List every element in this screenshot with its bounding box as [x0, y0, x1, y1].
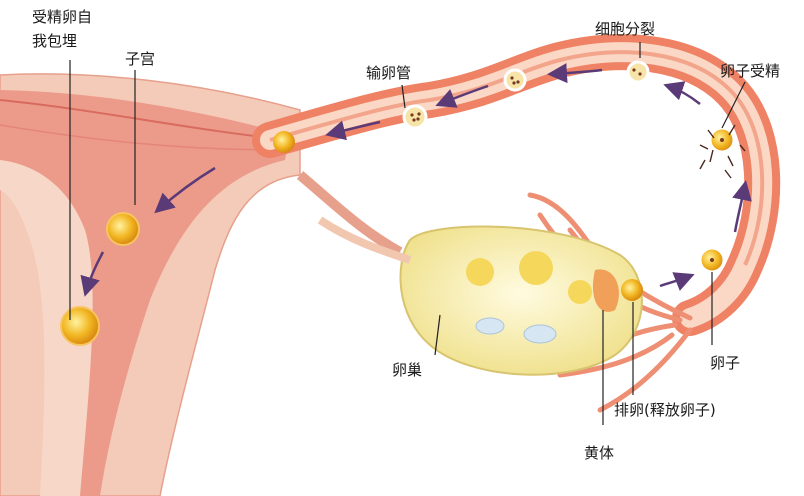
egg-division-2	[505, 70, 525, 90]
label-corpus-luteum: 黄体	[584, 444, 614, 462]
egg-uterus-2	[107, 213, 139, 245]
label-fertilization: 卵子受精	[720, 62, 780, 80]
egg-division-3	[404, 106, 426, 128]
label-implant-line2: 我包埋	[32, 32, 77, 50]
label-ovum: 卵子	[710, 354, 740, 372]
label-cell-division: 细胞分裂	[595, 20, 655, 38]
label-implant-line1: 受精卵自	[32, 8, 92, 26]
egg-implant	[61, 307, 99, 345]
label-ovulation: 排卵(释放卵子)	[614, 401, 716, 419]
ovary	[320, 220, 642, 375]
egg-division-1	[628, 62, 648, 82]
label-fallopian-tube: 输卵管	[366, 64, 411, 82]
label-uterus: 子宫	[125, 50, 155, 68]
egg-ovulation	[621, 279, 643, 301]
label-ovary: 卵巢	[392, 361, 422, 379]
egg-uterus-1	[273, 131, 295, 153]
